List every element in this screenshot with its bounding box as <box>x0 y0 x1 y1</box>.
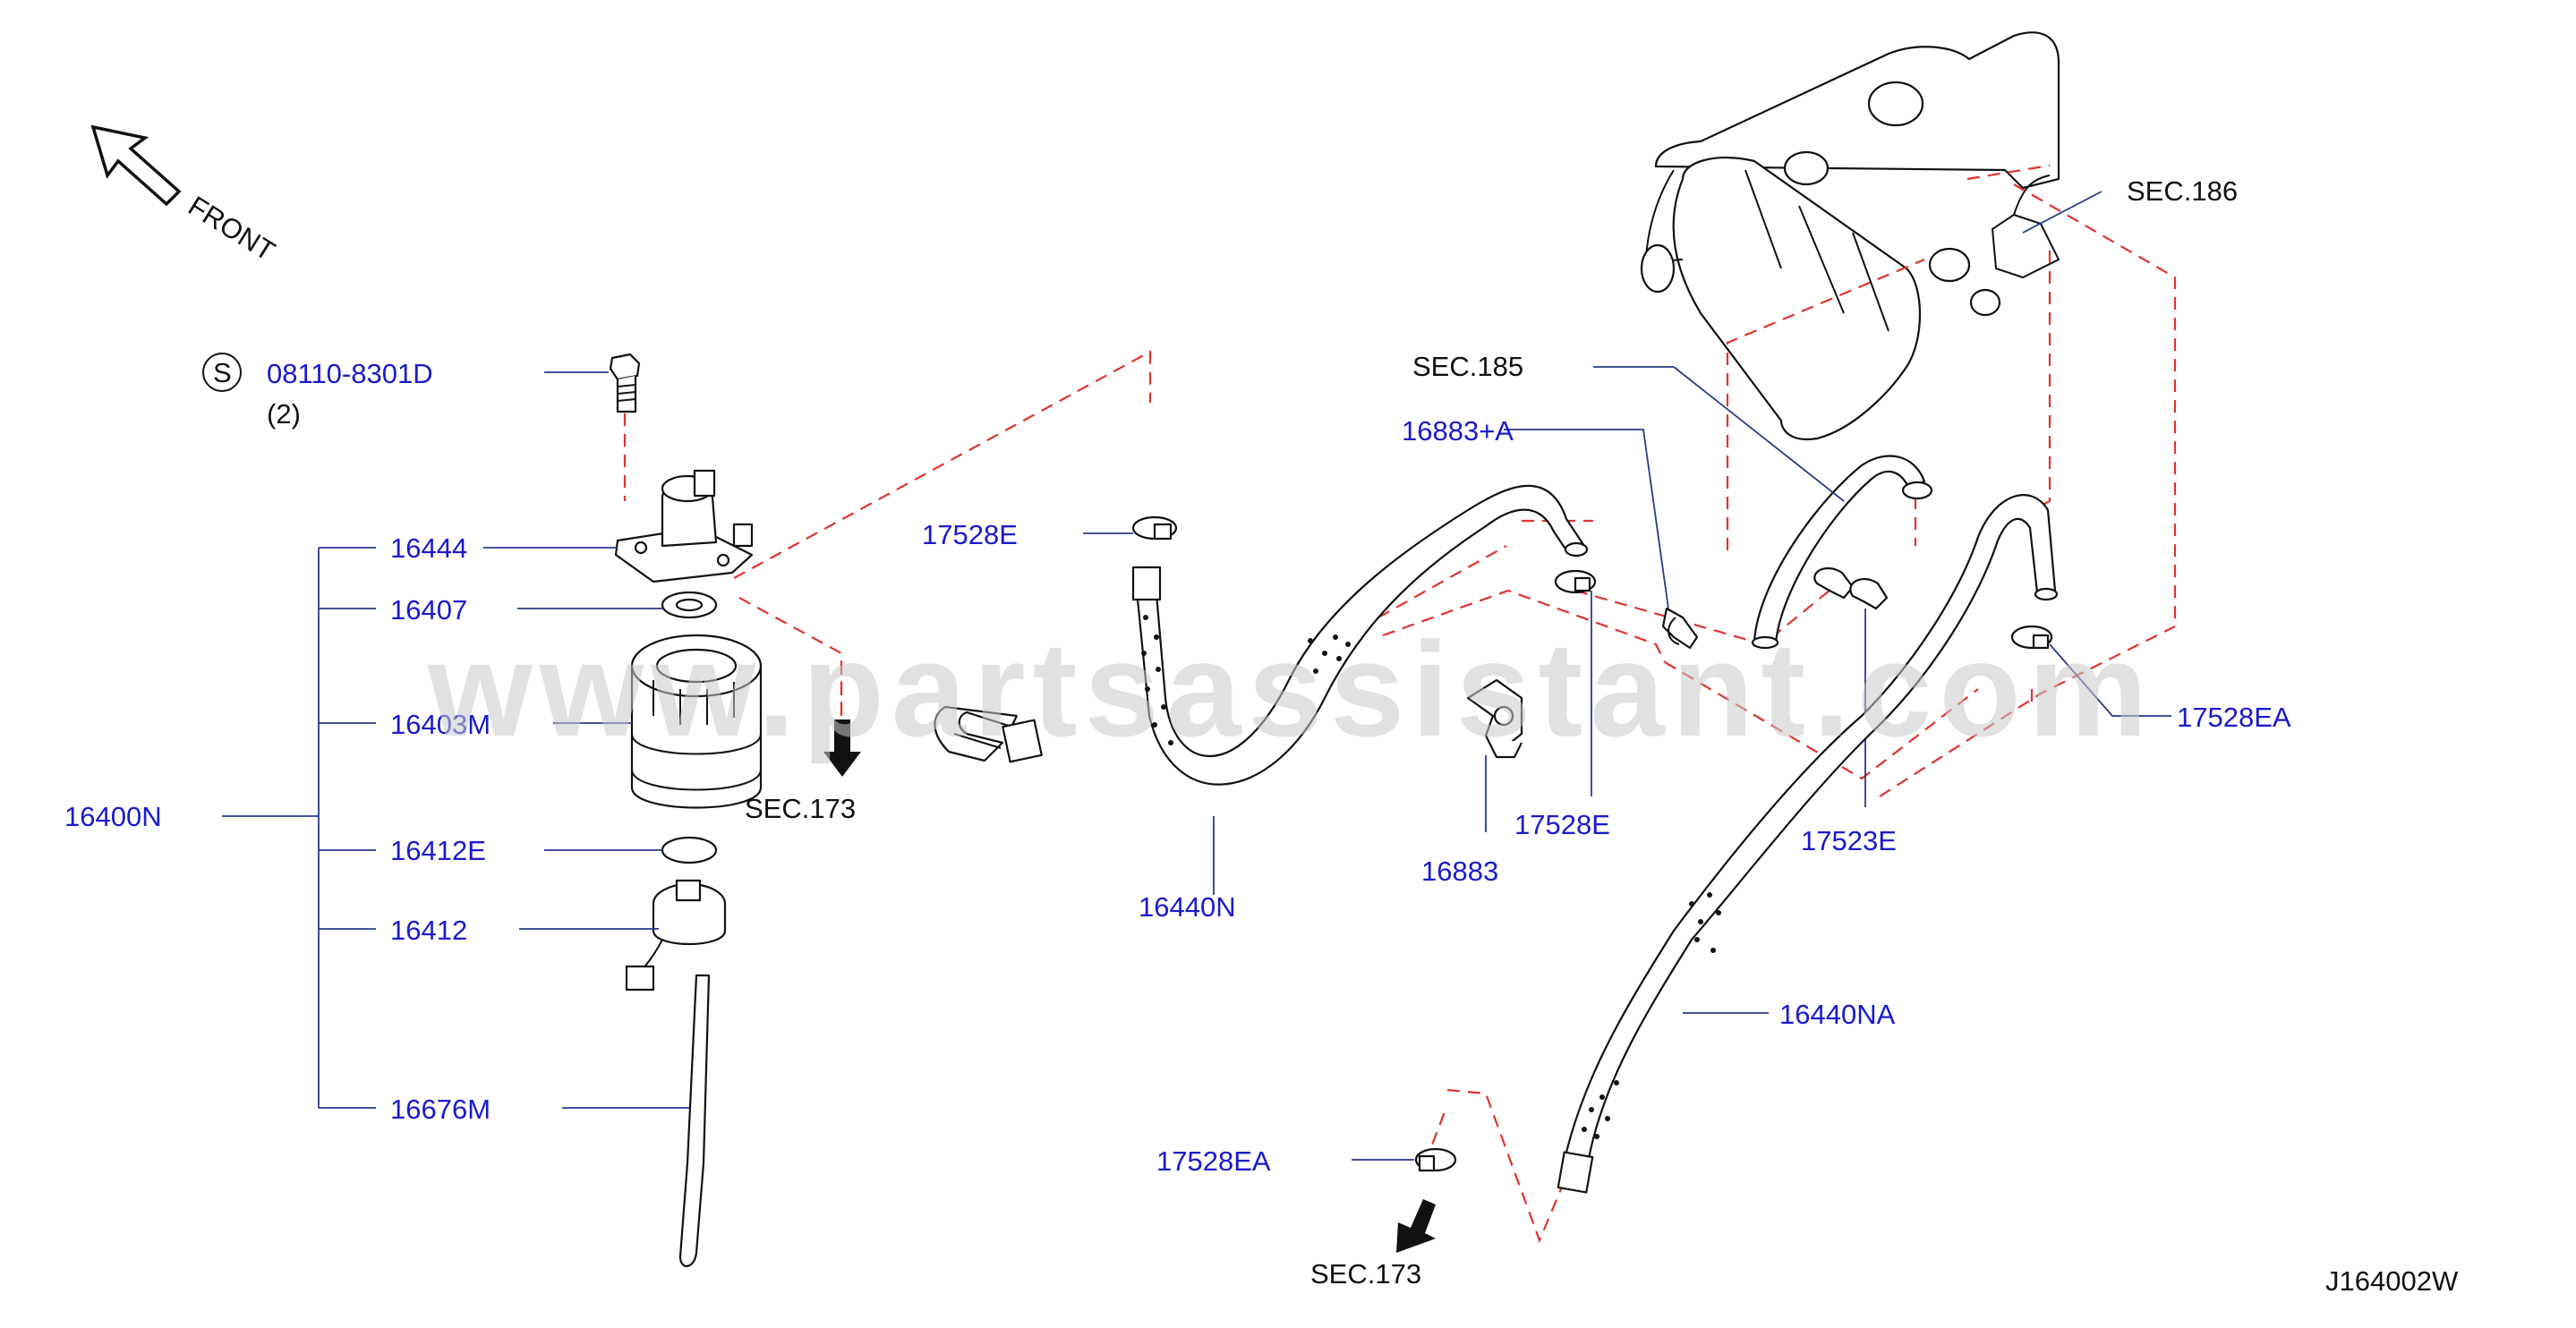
fuel-hose-16440n-drawing <box>1131 484 1589 786</box>
bolt-quantity: (2) <box>267 398 301 430</box>
part-16676m-label[interactable]: 16676M <box>390 1094 490 1125</box>
part-16400n-label[interactable]: 16400N <box>64 801 162 832</box>
part-17528e-mid-label[interactable]: 17528E <box>1514 809 1610 840</box>
part-16412e-label[interactable]: 16412E <box>390 835 486 866</box>
reference-dashed-lines <box>733 164 2177 1244</box>
drain-hose-drawing <box>678 974 711 1267</box>
engine-fuel-pump-drawing <box>1640 31 2060 441</box>
clamp-17528e-mid-drawing <box>1554 569 1597 594</box>
part-17528ea-right-label[interactable]: 17528EA <box>2177 702 2291 733</box>
bolt-part-number[interactable]: 08110-8301D <box>267 358 433 389</box>
part-16883a-label[interactable]: 16883+A <box>1402 415 1514 447</box>
part-16440na-label[interactable]: 16440NA <box>1779 999 1896 1030</box>
front-label: FRONT <box>183 190 280 267</box>
bolt-label: S 08110-8301D (2) <box>202 353 433 430</box>
part-17528ea-right-leader <box>2049 643 2171 717</box>
part-16440n-label[interactable]: 16440N <box>1139 891 1236 923</box>
clip-16883-drawing <box>1466 678 1523 759</box>
part-17528e-top-label[interactable]: 17528E <box>922 519 1018 550</box>
watermark-text: www.partsassistant.com <box>427 614 2154 764</box>
sec173-bottom-arrow-icon <box>1396 1199 1436 1253</box>
part-17528ea-bottom-label[interactable]: 17528EA <box>1156 1145 1271 1177</box>
clamp-17523e-drawing <box>1813 567 1889 610</box>
water-sensor-drawing <box>625 879 727 992</box>
sec185-hose-drawing <box>1751 455 1933 650</box>
hose-16440na-perforation <box>1582 892 1721 1139</box>
svg-text:S: S <box>213 357 232 388</box>
filter-cartridge-drawing <box>630 634 763 809</box>
part-17523e-label[interactable]: 17523E <box>1801 825 1897 856</box>
clamp-17528e-top-drawing <box>1131 515 1178 541</box>
bolt-icon <box>609 353 641 413</box>
drawing-code: J164002W <box>2325 1265 2459 1297</box>
clamp-17528ea-right-drawing <box>2010 625 2053 650</box>
clip-16883a-drawing <box>1661 607 1699 650</box>
hose-16440n-perforation <box>1141 615 1351 745</box>
clamp-17528ea-bottom-drawing <box>1414 1147 1457 1172</box>
filter-head-drawing <box>614 469 754 583</box>
part-16412-label[interactable]: 16412 <box>390 915 467 946</box>
part-16883a-leader <box>1504 429 1669 609</box>
sec186-leader <box>2022 191 2103 234</box>
o-ring-16412e-drawing <box>661 836 718 864</box>
hose-strap-drawing <box>934 705 1043 763</box>
sec185-leader-diagonal <box>1673 366 1845 502</box>
sec186-link[interactable]: SEC.186 <box>2127 175 2238 207</box>
sec173-mid-arrow-icon <box>823 719 861 777</box>
sec185-link[interactable]: SEC.185 <box>1412 351 1523 382</box>
sec173-mid-link[interactable]: SEC.173 <box>745 793 856 824</box>
assembly-bracket <box>222 547 376 1109</box>
gasket-16407-hole <box>675 598 704 612</box>
fuel-hose-16440na-drawing <box>1557 494 2059 1194</box>
part-16403m-label[interactable]: 16403M <box>390 709 490 740</box>
part-16407-label[interactable]: 16407 <box>390 594 467 626</box>
front-arrow-icon <box>90 124 182 207</box>
part-16444-label[interactable]: 16444 <box>390 532 467 564</box>
sec173-bottom-link[interactable]: SEC.173 <box>1310 1258 1421 1290</box>
part-16883-label[interactable]: 16883 <box>1421 856 1498 887</box>
